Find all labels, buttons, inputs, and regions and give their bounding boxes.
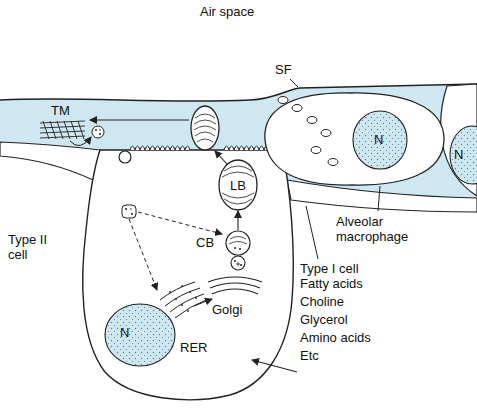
label-holder: Golgi: [212, 302, 242, 317]
node-label: N: [120, 325, 129, 340]
label-holder: Glycerol: [300, 312, 348, 327]
type-ii-nucleus-outline: [104, 303, 176, 367]
leader-line: [306, 206, 318, 259]
precursor-arrow: [252, 360, 297, 372]
label-holder: TM: [50, 103, 71, 118]
golgi-vesicle: [231, 256, 245, 270]
endosome: [122, 205, 136, 218]
type-i-cell-right: [287, 180, 477, 212]
part-label: Type II cell: [8, 232, 47, 262]
microvilli: [130, 146, 190, 150]
node-label: LB: [229, 178, 247, 193]
type-i-cell-left: [0, 142, 100, 180]
part-label: Etc: [300, 348, 319, 363]
node-text-holder: N: [120, 325, 129, 340]
leader-line: [290, 79, 298, 87]
type-ii-nucleus: N: [104, 303, 176, 367]
part-label: Type I cell: [300, 261, 359, 276]
node-text-holder: N: [374, 132, 383, 147]
node-label: N: [374, 132, 383, 147]
leader-line: [378, 186, 380, 211]
label-holder: Air space: [200, 4, 254, 19]
rough-er: [160, 282, 206, 318]
node-label: N: [454, 147, 463, 162]
hypophase: [0, 84, 477, 198]
label-holder: Alveolar macrophage: [336, 214, 428, 244]
node-text-holder: CB: [195, 235, 215, 250]
part-label: Air space: [200, 4, 254, 19]
part-label: RER: [180, 340, 207, 355]
part-label: Choline: [300, 294, 344, 309]
lamellar-body: LB: [218, 159, 258, 211]
exocytosis-arrow: [215, 151, 227, 164]
recycled-vesicle: [92, 126, 104, 138]
ribosomes: [169, 285, 197, 312]
secreted-lamellar-body: [191, 106, 219, 150]
tubular-myelin: [40, 121, 85, 139]
dashed-arrow: [129, 219, 157, 290]
coated-pit: [119, 151, 131, 163]
process-arrow: [237, 211, 238, 230]
part-label: SF: [275, 62, 292, 77]
part-label: Alveolar macrophage: [336, 214, 408, 244]
label-holder: SF: [275, 62, 292, 77]
alveolar-macrophage: [265, 93, 444, 185]
part-label: TM: [50, 103, 71, 118]
uptake-arrow: [70, 137, 91, 146]
label-holder: Type I cell: [300, 261, 359, 276]
part-label: Fatty acids: [300, 276, 363, 291]
label-holder: Amino acids: [300, 330, 371, 345]
part-label: Golgi: [212, 302, 242, 317]
golgi-stack: [208, 277, 262, 294]
macrophage-nucleus: N: [352, 110, 408, 170]
neighbour-nucleus: N: [448, 125, 477, 185]
part-label: Amino acids: [300, 330, 371, 345]
node-text-holder: N: [454, 147, 463, 162]
label-holder: Etc: [300, 348, 319, 363]
label-holder: RER: [180, 340, 207, 355]
part-label: Glycerol: [300, 312, 348, 327]
node-label: CB: [195, 235, 215, 250]
label-holder: Type II cell: [8, 232, 60, 262]
node-text-holder: LB: [229, 178, 247, 193]
secretion-arrow: [90, 119, 189, 120]
dashed-arrow: [138, 212, 222, 234]
label-holder: Fatty acids: [300, 276, 363, 291]
rer-to-golgi-arrow: [194, 299, 212, 306]
label-holder: Choline: [300, 294, 344, 309]
composite-body: CB: [225, 230, 251, 256]
composite-body-outline: [225, 230, 251, 256]
surfactant-vesicles: [278, 97, 338, 166]
